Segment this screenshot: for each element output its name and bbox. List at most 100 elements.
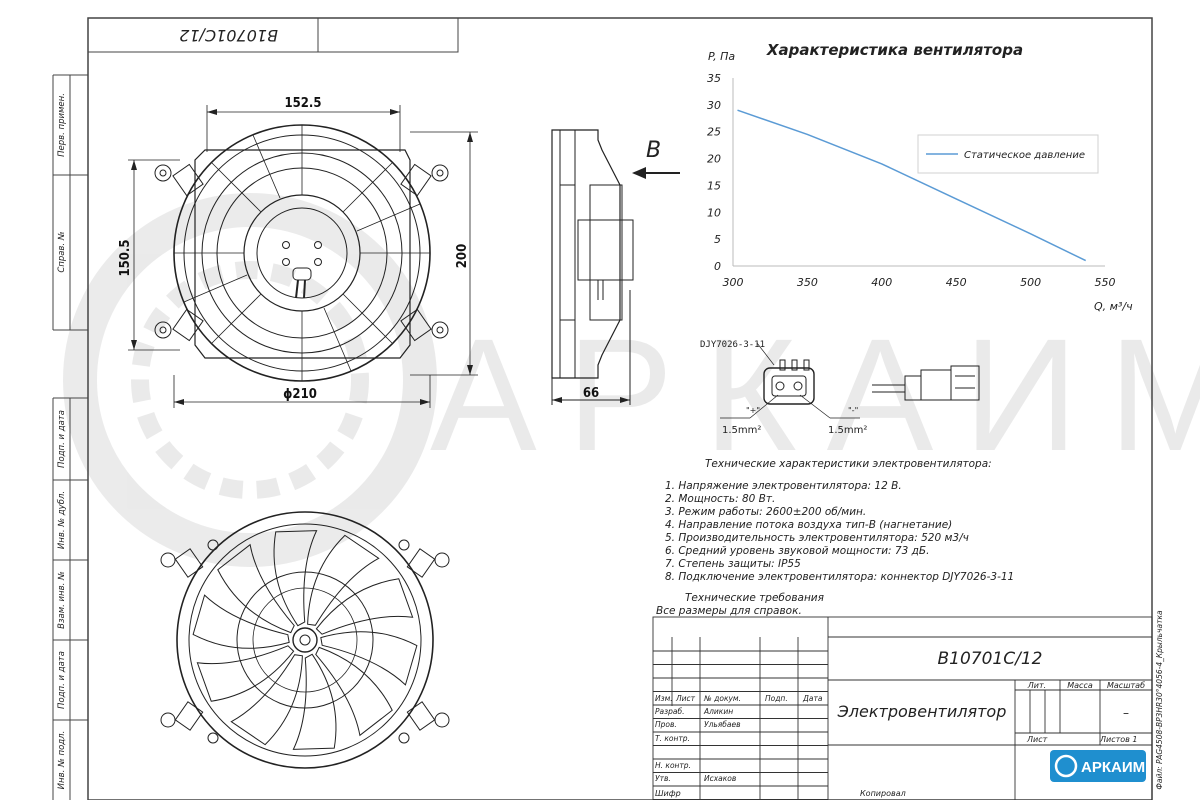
role-label: Разраб. [655,707,684,716]
impeller-blades [192,530,418,750]
impeller-blade [307,534,380,626]
flow-direction-label: B [646,138,661,163]
title-block-product: Электровентилятор [837,702,1007,721]
spec-item: 2. Мощность: 80 Вт. [665,493,775,505]
legend-label: Статическое давление [964,150,1085,161]
series-line-static-pressure [737,109,1087,262]
sheets-label: Листов 1 [1099,735,1138,744]
spec-item: 8. Подключение электровентилятора: конне… [665,571,1014,583]
dim-diameter: ϕ210 [283,387,317,402]
spec-item: 4. Направление потока воздуха тип-B (наг… [665,519,952,531]
x-tick-label: 300 [723,276,744,289]
role-rows: Разраб. Аликин Пров. Ульябаев Т. контр. … [655,707,741,783]
role-label: Пров. [655,720,677,729]
rear-view-impeller [160,511,450,769]
fan-characteristic-chart: Характеристика вентилятора P, Па Q, м³/ч… [707,41,1133,313]
drawing-code-rotated: B10701C/12 [179,26,278,45]
file-label: Файл: PAG4508-BP3HR30°4056-4_Крыльчатка [1155,610,1164,790]
side-label: Справ. № [57,231,67,273]
lit-label: Лит. [1027,681,1046,690]
side-label: Подп. и дата [57,651,67,709]
y-tick-label: 15 [707,179,721,192]
chart-ylabel: P, Па [708,50,735,63]
spec-item: 3. Режим работы: 2600±200 об/мин. [665,506,866,518]
watermark-logo: АРКАИМ [63,193,1200,567]
header-cell: Дата [802,694,823,703]
chart-xlabel: Q, м³/ч [1094,300,1133,313]
impeller-blade [230,654,303,746]
impeller-blade [315,578,414,635]
side-label: Подп. и дата [57,410,67,468]
chart-legend: Статическое давление [917,134,1099,174]
dim-height-left: 150.5 [118,240,133,277]
chart-title: Характеристика вентилятора [766,41,1023,59]
impeller-blade [217,543,295,634]
specifications: Технические характеристики электровентил… [656,458,1014,617]
impeller-blade [192,594,290,649]
company-name: АРКАИМ [1081,759,1145,776]
impeller-blade [320,631,418,686]
spec-item: 7. Степень защиты: IP55 [665,558,801,570]
grille-spokes [174,125,430,381]
role-label: Т. контр. [655,734,690,743]
header-cell: Подп. [765,694,788,703]
side-view [551,129,680,405]
role-name: Аликин [703,707,733,716]
header-cell: Лист [675,694,696,703]
y-tick-label: 20 [707,153,721,166]
x-tick-label: 400 [871,276,892,289]
connector-diagram [720,342,980,419]
requirements-text: Все размеры для справок. [656,605,802,617]
x-tick-label: 500 [1020,276,1041,289]
rear-mounting-ears [160,539,450,744]
front-dimensions [128,105,478,408]
role-label: Утв. [655,774,671,783]
y-tick-label: 5 [714,233,721,246]
watermark-text: АРКАИМ [430,305,1200,484]
wire-left-label: 1.5mm² [722,425,761,436]
scale-value: – [1123,706,1129,720]
wire-right-label: 1.5mm² [828,425,867,436]
y-tick-label: 30 [707,99,721,112]
mass-label: Масса [1067,681,1093,690]
sheet-label: Лист [1026,735,1048,744]
header-cell: Изм. [655,694,673,703]
footer-right: Копировал [860,789,906,798]
spec-item: 1. Напряжение электровентилятора: 12 В. [665,480,902,492]
side-label: Инв. № дубл. [57,491,67,549]
connector-plus-label: "+" [746,406,760,415]
company-logo: АРКАИМ [1050,750,1146,782]
side-label: Инв. № подл. [57,731,67,790]
impeller-blade [196,645,295,702]
role-label: Н. контр. [655,761,691,770]
role-name: Ульябаев [704,720,741,729]
spec-item: 6. Средний уровень звуковой мощности: 73… [665,545,929,557]
dim-width: 152.5 [285,96,322,111]
dim-height-right: 200 [455,244,470,268]
dimension-arrows [131,109,473,405]
side-label: Перв. примен. [57,93,67,157]
y-tick-label: 0 [714,260,721,273]
y-tick-label: 35 [707,72,721,85]
title-block-code: B10701C/12 [938,649,1043,669]
dim-depth: 66 [583,386,599,401]
y-tick-label: 10 [707,206,721,219]
title-block [652,616,1153,800]
header-cell: № докум. [703,694,741,703]
side-labels: Перв. примен. Справ. № Подп. и дата Инв.… [57,93,67,789]
connector-name: DJY7026-3-11 [700,340,765,350]
role-name: Исхаков [704,774,736,783]
header-row: Изм. Лист № докум. Подп. Дата [655,694,823,703]
y-tick-label: 25 [707,126,721,139]
impeller-blade [292,653,337,750]
mounting-ears [154,163,449,342]
scale-label: Масштаб [1107,681,1145,690]
sheet-frame [52,17,1153,800]
specs-title: Технические характеристики электровентил… [705,458,992,470]
impeller-blade [315,646,393,737]
footer-left: Шифр [655,789,681,798]
requirements-title: Технические требования [685,592,824,604]
